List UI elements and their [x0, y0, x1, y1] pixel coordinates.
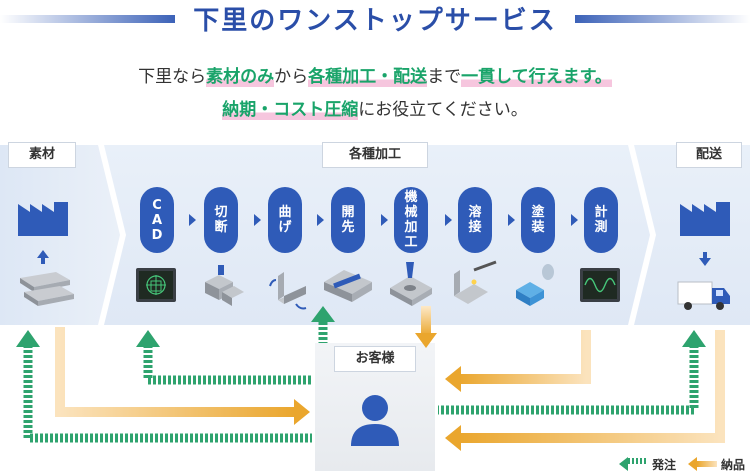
step-pill-welding: 溶 接: [458, 187, 492, 253]
painting-icon: [516, 264, 554, 306]
step-pill-cad: C A D: [140, 187, 174, 253]
subtitle-line-1: 下里なら素材のみから各種加工・配送まで一貫して行えます。: [0, 62, 750, 87]
subtitle-text: にお役立てください。: [358, 100, 528, 120]
subtitle-text: 下里なら: [138, 67, 207, 87]
subtitle-text: まで: [427, 67, 462, 87]
step-arrows: [189, 214, 578, 226]
section-label-delivery: 配送: [676, 142, 742, 168]
subtitle-text: から: [274, 67, 309, 87]
page-title: 下里のワンストップサービス: [193, 6, 557, 36]
title-bar-right: [575, 15, 750, 23]
order-arrow-lines: [23, 322, 699, 443]
bend-icon: [269, 272, 307, 310]
subtitle-highlight: 各種加工・配送: [308, 67, 428, 87]
section-label-material: 素材: [8, 142, 76, 168]
step-pill-painting: 塗 装: [521, 187, 555, 253]
arrow-up-icon: [37, 250, 49, 264]
customer-icon: [351, 395, 399, 446]
legend-delivery-label: 納品: [721, 458, 746, 472]
step-pill-machining: 機 械 加 工: [394, 187, 428, 253]
welding-icon: [454, 260, 497, 304]
measurement-screen-icon: [580, 268, 620, 302]
legend-order-label: 発注: [652, 458, 677, 472]
subtitle-highlight: 一貫して行えます。: [461, 67, 612, 87]
bevel-icon: [324, 270, 372, 302]
cad-screen-icon: [136, 268, 176, 302]
section-label-customer: お客様: [334, 346, 416, 372]
legend-delivery-mark: [688, 457, 717, 471]
delivery-arrow: [55, 327, 296, 417]
subtitle-highlight: 納期・コスト圧縮: [222, 100, 359, 120]
cut-blocks-icon: [205, 265, 244, 306]
truck-icon: [677, 281, 730, 310]
section-label-processing: 各種加工: [322, 142, 428, 168]
legend-order-mark: [619, 457, 648, 471]
processing-band: [104, 145, 650, 325]
step-pill-measurement: 計 測: [584, 187, 618, 253]
factory-icon: [18, 202, 68, 236]
subtitle-line-2: 納期・コスト圧縮にお役立てください。: [0, 95, 750, 120]
machining-icon: [390, 262, 432, 306]
subtitle-highlight: 素材のみ: [206, 67, 275, 87]
order-arrow-heads: [16, 306, 706, 347]
step-pill-groove: 開 先: [331, 187, 365, 253]
steel-plates-icon: [20, 272, 74, 306]
step-pill-bending: 曲 げ: [268, 187, 302, 253]
title-bar-left: [0, 15, 175, 23]
step-pill-cutting: 切 断: [204, 187, 238, 253]
factory-icon: [680, 202, 730, 236]
arrow-down-icon: [699, 252, 711, 266]
